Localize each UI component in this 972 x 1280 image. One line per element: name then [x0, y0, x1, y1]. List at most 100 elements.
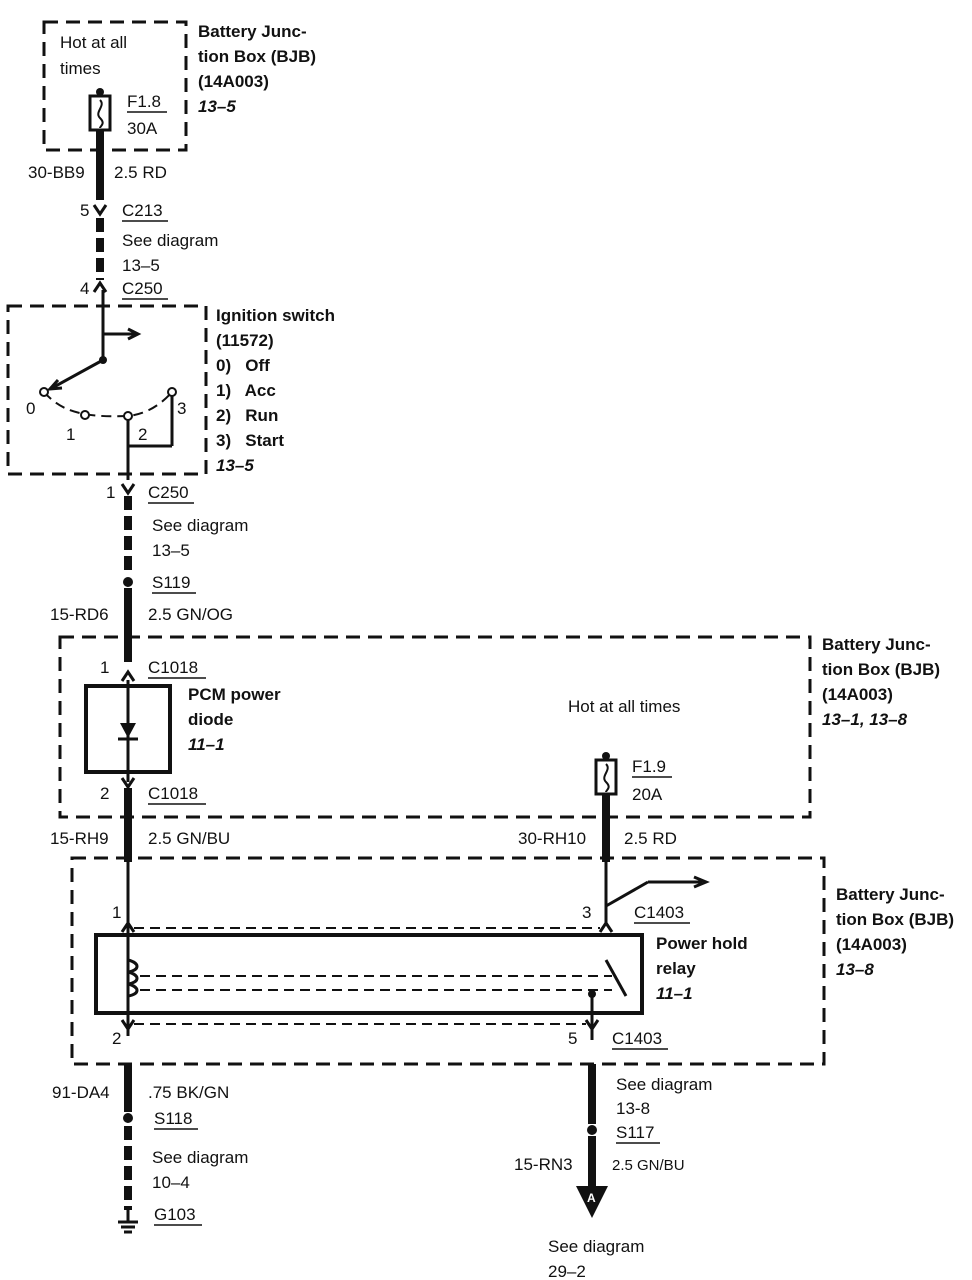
bjb-bot-part: (14A003)	[836, 935, 907, 954]
c213-pin: 5	[80, 201, 89, 220]
bjb-top-hot-line2: times	[60, 59, 101, 78]
bjb-mid-ref: 13–1, 13–8	[822, 710, 908, 729]
relay-conn-bot: C1403	[612, 1029, 662, 1048]
c213-note1: See diagram	[122, 231, 218, 250]
ignition-pos3: 3) Start	[216, 431, 284, 450]
relay-pin3: 3	[582, 903, 591, 922]
c250-top-pin: 4	[80, 279, 89, 298]
diode-title1: PCM power	[188, 685, 281, 704]
fuse-f19-rating: 20A	[632, 785, 663, 804]
bjb-mid-box	[58, 635, 812, 819]
relay-box	[94, 933, 644, 1015]
bjb-bot-title2: tion Box (BJB)	[836, 910, 954, 929]
connector-c1403-top-icon	[120, 920, 614, 933]
fuse-f18-id: F1.8	[127, 92, 161, 111]
connector-c250-bottom-icon	[120, 483, 136, 496]
s117-id: S117	[616, 1123, 654, 1142]
bjb-top-part: (14A003)	[198, 72, 269, 91]
right-note2: 13-8	[616, 1099, 650, 1118]
wire3-circuit: 15-RH9	[50, 829, 109, 848]
right-spec: 2.5 GN/BU	[612, 1157, 685, 1174]
wire5-circuit: 91-DA4	[52, 1083, 110, 1102]
connector-c213-icon	[92, 204, 108, 217]
wire5-spec: .75 BK/GN	[148, 1083, 229, 1102]
relay-pin2: 2	[112, 1029, 121, 1048]
splice-s117-icon	[587, 1125, 597, 1135]
c250-bot-pin: 1	[106, 483, 115, 502]
bjb-mid-title1: Battery Junc-	[822, 635, 931, 654]
ignition-title: Ignition switch	[216, 306, 335, 325]
ignition-pos1: 1) Acc	[216, 381, 276, 400]
ignition-pos2: 2) Run	[216, 406, 278, 425]
c213-note2: 13–5	[122, 256, 160, 275]
connector-a-letter: A	[587, 1191, 596, 1205]
connector-c1403-bottom-icon	[120, 1019, 600, 1032]
bjb-bot-box	[70, 856, 826, 1066]
ignition-pos0: 0) Off	[216, 356, 270, 375]
fuse-f18-rating: 30A	[127, 119, 158, 138]
ground-icon	[118, 1210, 138, 1234]
diode-pin-bot: 2	[100, 784, 109, 803]
diode-title2: diode	[188, 710, 233, 729]
relay-ref: 11–1	[656, 984, 693, 1003]
s118-note2: 10–4	[152, 1173, 190, 1192]
c250-bot-id: C250	[148, 483, 189, 502]
wire1-circuit: 30-BB9	[28, 163, 85, 182]
bjb-top-box	[42, 20, 188, 152]
bjb-mid-part: (14A003)	[822, 685, 893, 704]
right-dest2: 29–2	[548, 1262, 586, 1280]
wire3-spec: 2.5 GN/BU	[148, 829, 230, 848]
diode-pin-top: 1	[100, 658, 109, 677]
ignition-mark-1: 1	[66, 425, 75, 444]
relay-pin5: 5	[568, 1029, 577, 1048]
bjb-top-title1: Battery Junc-	[198, 22, 307, 41]
wire2-circuit: 15-RD6	[50, 605, 109, 624]
c250-bot-note1: See diagram	[152, 516, 248, 535]
relay-title1: Power hold	[656, 934, 748, 953]
diode-conn-bot: C1018	[148, 784, 198, 803]
relay-title2: relay	[656, 959, 696, 978]
diode-icon	[118, 723, 138, 741]
bjb-mid-hot: Hot at all times	[568, 697, 680, 716]
bjb-top-hot-line1: Hot at all	[60, 33, 127, 52]
ignition-mark-3: 3	[177, 399, 186, 418]
wire4-circuit: 30-RH10	[518, 829, 586, 848]
g103-id: G103	[154, 1205, 196, 1224]
splice-s119-icon	[123, 577, 133, 587]
ignition-mark-2: 2	[138, 425, 147, 444]
fuse-f19-id: F1.9	[632, 757, 666, 776]
connector-c250-top-icon	[92, 280, 108, 293]
connector-a-arrow-icon	[576, 1186, 608, 1218]
s118-note1: See diagram	[152, 1148, 248, 1167]
bjb-bot-ref: 13–8	[836, 960, 874, 979]
s119-id: S119	[152, 573, 190, 592]
bjb-mid-title2: tion Box (BJB)	[822, 660, 940, 679]
relay-pin1: 1	[112, 903, 121, 922]
c250-bot-note2: 13–5	[152, 541, 190, 560]
diode-conn-top: C1018	[148, 658, 198, 677]
c213-id: C213	[122, 201, 163, 220]
ignition-ref: 13–5	[216, 456, 254, 475]
wire4-spec: 2.5 RD	[624, 829, 677, 848]
bjb-top-title2: tion Box (BJB)	[198, 47, 316, 66]
ignition-mark-0: 0	[26, 399, 35, 418]
ignition-switch-box	[6, 304, 208, 476]
bjb-bot-title1: Battery Junc-	[836, 885, 945, 904]
diode-ref: 11–1	[188, 735, 225, 754]
wire1-spec: 2.5 RD	[114, 163, 167, 182]
c250-top-id: C250	[122, 279, 163, 298]
connector-c1018-top-icon	[120, 669, 136, 682]
fuse-f18-icon	[88, 88, 112, 132]
right-circuit: 15-RN3	[514, 1155, 573, 1174]
relay-conn-top: C1403	[634, 903, 684, 922]
right-dest1: See diagram	[548, 1237, 644, 1256]
splice-s118-icon	[123, 1113, 133, 1123]
right-note1: See diagram	[616, 1075, 712, 1094]
wire2-spec: 2.5 GN/OG	[148, 605, 233, 624]
bjb-top-ref: 13–5	[198, 97, 236, 116]
ignition-part: (11572)	[216, 331, 274, 350]
fuse-f19-icon	[594, 752, 618, 796]
relay-coil-icon	[127, 958, 139, 998]
